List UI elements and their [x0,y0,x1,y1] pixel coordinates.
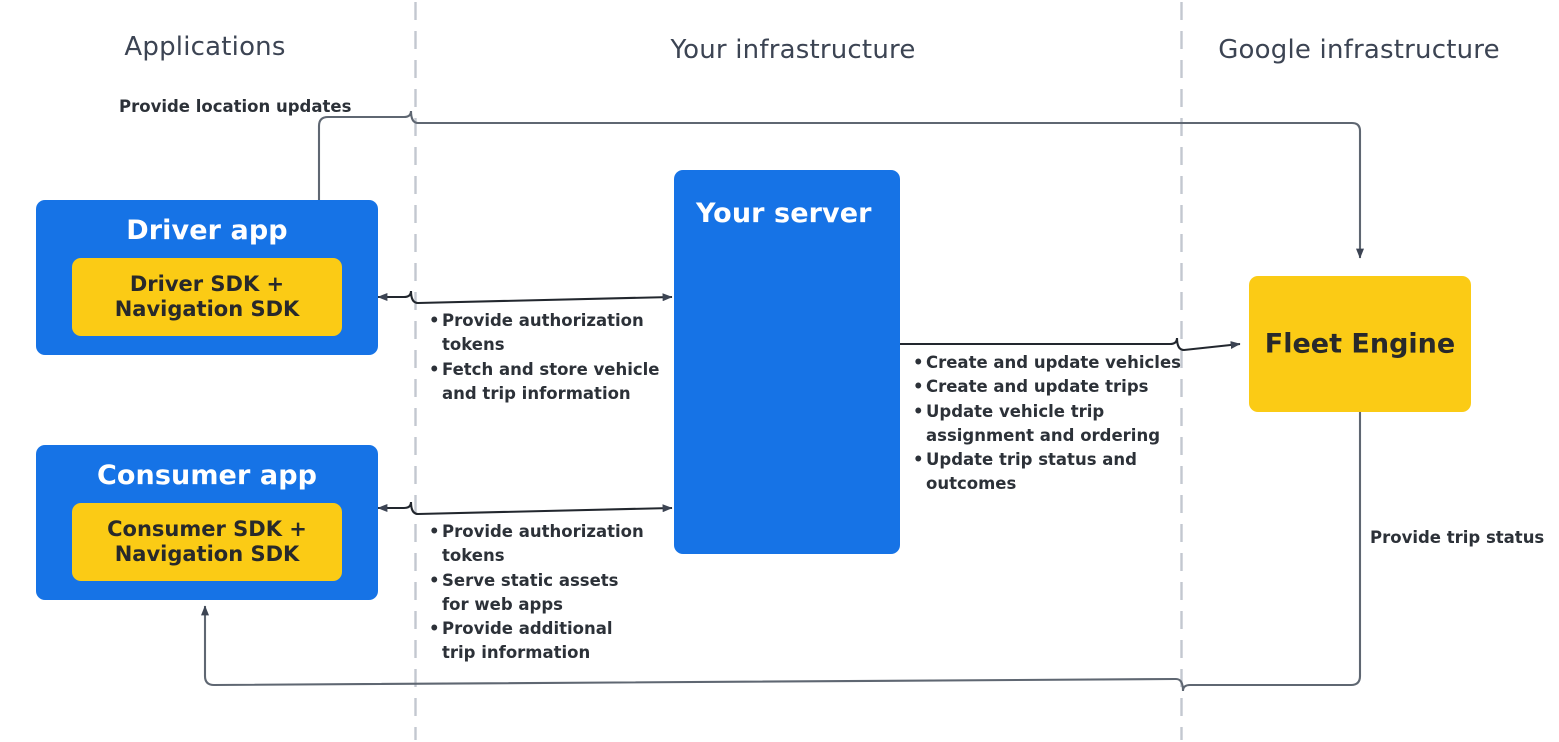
bullets-driver-server: Provide authorization tokensFetch and st… [429,309,659,406]
bullets-server-fleet: Create and update vehiclesCreate and upd… [913,351,1181,497]
driver-sdk-chip[interactable]: Driver SDK + Navigation SDK [72,258,342,336]
bullet-item: Fetch and store vehicle and trip informa… [429,358,659,407]
bullet-item-label: Provide additional trip information [442,619,613,663]
consumer-sdk-chip[interactable]: Consumer SDK + Navigation SDK [72,503,342,581]
consumer-app-title: Consumer app [96,460,318,491]
wire-server-to-fleet [900,337,1241,352]
bullet-item-label: Serve static assets for web apps [442,570,619,614]
wire-consumer-server [377,501,673,516]
column-header-your-infrastructure: Your infrastructure [670,35,916,65]
bullet-item: Create and update trips [913,375,1181,400]
node-fleet-engine[interactable]: Fleet Engine [1249,276,1471,412]
bullet-item-label: Create and update trips [926,377,1149,397]
bullet-item: Update vehicle trip assignment and order… [913,400,1181,449]
bullet-item: Serve static assets for web apps [429,569,644,618]
label-provide-location-updates: Provide location updates [119,97,352,116]
bullet-item-label: Provide authorization tokens [442,522,644,566]
driver-app-title: Driver app [126,215,288,246]
label-provide-trip-status: Provide trip status [1370,528,1545,547]
bullet-item-label: Update vehicle trip assignment and order… [926,401,1161,445]
bullet-item: Update trip status and outcomes [913,448,1181,497]
bullet-item-label: Create and update vehicles [926,353,1181,372]
driver-sdk-label: Driver SDK + Navigation SDK [114,271,300,321]
column-header-google-infrastructure: Google infrastructure [1218,35,1500,65]
wire-driver-server [377,290,673,305]
node-driver-app[interactable]: Driver app Driver SDK + Navigation SDK [36,200,378,355]
bullet-item: Provide authorization tokens [429,520,644,569]
your-server-title: Your server [696,198,872,229]
fleet-engine-title: Fleet Engine [1264,328,1456,360]
column-header-applications: Applications [124,32,286,62]
node-your-server[interactable]: Your server [674,170,900,554]
bullet-item: Provide additional trip information [429,617,644,666]
bullets-consumer-server: Provide authorization tokensServe static… [429,520,644,666]
consumer-sdk-label: Consumer SDK + Navigation SDK [107,516,307,566]
bullet-item: Provide authorization tokens [429,309,659,358]
bullet-item-label: Fetch and store vehicle and trip informa… [442,359,660,403]
bullet-item-label: Update trip status and outcomes [926,450,1137,494]
bullet-item-label: Provide authorization tokens [442,311,644,355]
node-consumer-app[interactable]: Consumer app Consumer SDK + Navigation S… [36,445,378,600]
bullet-item: Create and update vehicles [913,351,1181,376]
